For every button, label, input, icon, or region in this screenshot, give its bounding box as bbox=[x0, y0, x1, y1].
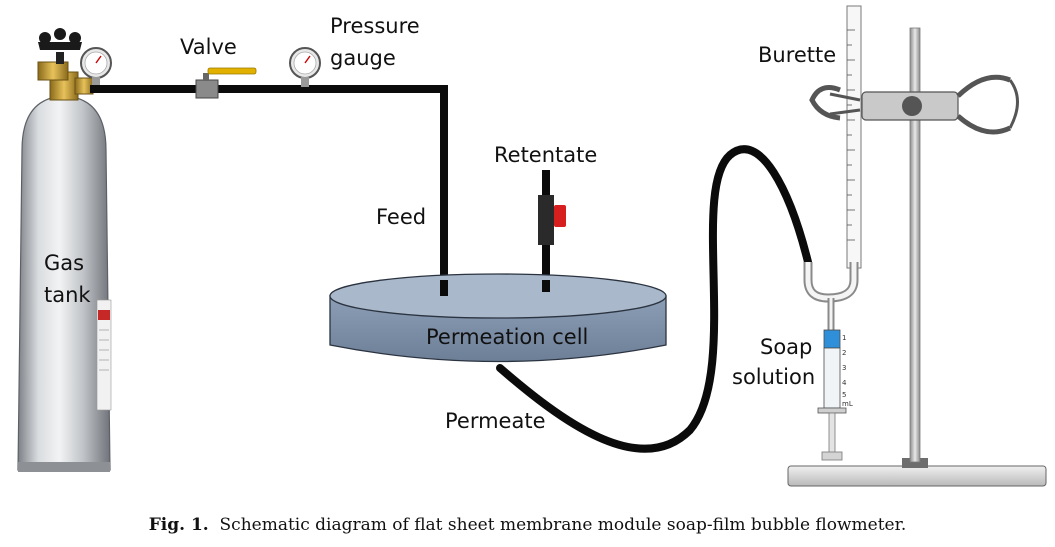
soap-solution-label-line2: solution bbox=[732, 365, 816, 389]
syringe: 1 2 3 4 5 mL bbox=[817, 329, 853, 461]
permeate-label: Permeate bbox=[445, 409, 546, 433]
feed-label: Feed bbox=[376, 205, 427, 229]
syringe-tick-3: 3 bbox=[842, 364, 846, 372]
burette bbox=[846, 5, 862, 269]
figure-caption-prefix: Fig. 1. bbox=[148, 515, 209, 535]
permeate-line bbox=[496, 145, 812, 453]
pressure-gauge-label-line1: Pressure bbox=[330, 14, 420, 38]
tank-regulator bbox=[37, 28, 94, 101]
burette-label: Burette bbox=[758, 43, 837, 67]
valve-icon bbox=[195, 67, 257, 99]
syringe-tick-2: 2 bbox=[842, 349, 846, 357]
figure-caption: Fig. 1. Schematic diagram of flat sheet … bbox=[0, 515, 1055, 535]
soap-solution-label-line1: Soap bbox=[760, 335, 813, 359]
feed-line bbox=[90, 85, 448, 295]
burette-clamp bbox=[809, 74, 1019, 135]
gas-tank-label-line1: Gas bbox=[44, 251, 85, 275]
retentate-label: Retentate bbox=[494, 143, 598, 167]
permeation-cell-label: Permeation cell bbox=[426, 325, 589, 349]
retentate-valve-icon bbox=[538, 195, 566, 245]
permeation-cell bbox=[329, 273, 667, 363]
ring-stand bbox=[787, 27, 1047, 487]
pressure-gauge-label-line2: gauge bbox=[330, 46, 396, 70]
tank-pressure-gauge bbox=[80, 47, 112, 85]
syringe-tick-1: 1 bbox=[842, 334, 846, 342]
line-pressure-gauge-icon bbox=[289, 47, 321, 87]
syringe-tick-ml: mL bbox=[842, 400, 853, 408]
figure-caption-text: Schematic diagram of flat sheet membrane… bbox=[219, 515, 907, 535]
gas-tank-label-line2: tank bbox=[44, 283, 91, 307]
syringe-tick-4: 4 bbox=[842, 379, 847, 387]
valve-label: Valve bbox=[180, 35, 237, 59]
syringe-tick-5: 5 bbox=[842, 391, 846, 399]
